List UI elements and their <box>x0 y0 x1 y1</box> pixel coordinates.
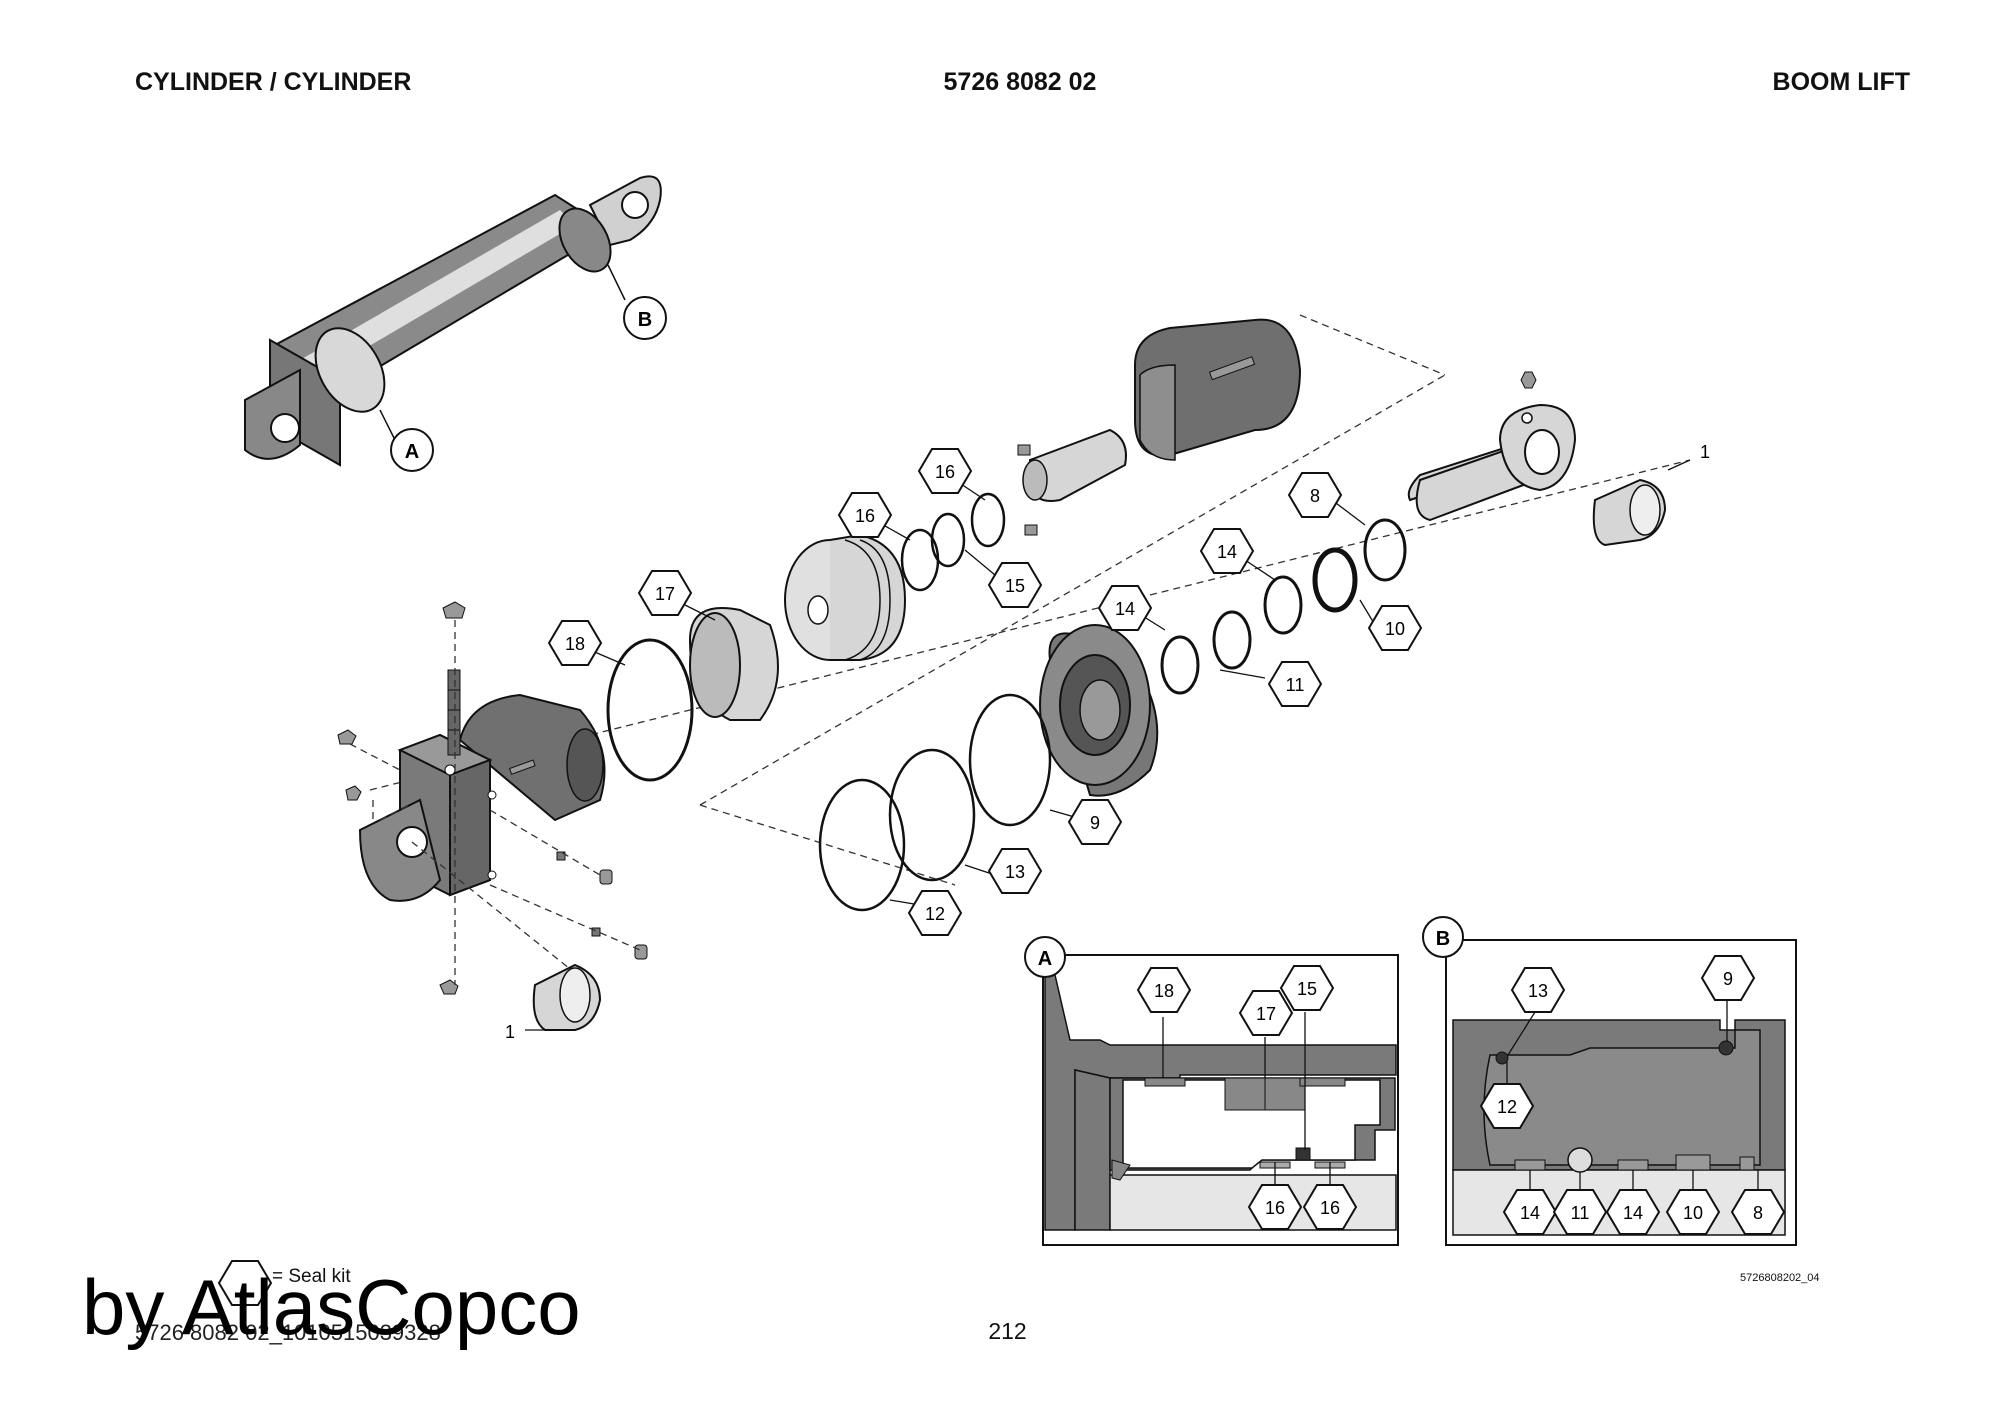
hex-callout-10: 10 <box>1367 605 1423 651</box>
assembled-cylinder <box>244 175 662 467</box>
detail-b-hex-8: 8 <box>1730 1189 1786 1235</box>
rod-end-eye <box>1407 371 1577 522</box>
detail-a-hex-18: 18 <box>1136 967 1192 1013</box>
svg-text:16: 16 <box>855 506 875 526</box>
hex-callout-13: 13 <box>987 848 1043 894</box>
piston-rod <box>1017 428 1127 536</box>
svg-text:13: 13 <box>1005 862 1025 882</box>
detail-b-label: B <box>1422 916 1464 958</box>
svg-text:11: 11 <box>1571 1203 1590 1223</box>
detail-a-hex-17: 17 <box>1238 990 1294 1036</box>
detail-a-hex-16-right: 16 <box>1302 1184 1358 1230</box>
svg-text:8: 8 <box>1753 1203 1763 1223</box>
svg-text:12: 12 <box>925 904 945 924</box>
detail-a-hex-16-left: 16 <box>1247 1184 1303 1230</box>
ring-8 <box>1363 518 1407 582</box>
svg-text:12: 12 <box>1497 1097 1517 1117</box>
svg-text:10: 10 <box>1683 1203 1703 1223</box>
svg-text:14: 14 <box>1115 599 1135 619</box>
svg-text:B: B <box>1436 928 1450 950</box>
hex-callout-17: 17 <box>637 570 693 616</box>
svg-text:8: 8 <box>1310 486 1320 506</box>
svg-text:16: 16 <box>1320 1198 1340 1218</box>
hex-callout-16-mid: 16 <box>837 492 893 538</box>
svg-text:10: 10 <box>1385 619 1405 639</box>
detail-b: B 13 9 12 14 11 14 10 8 <box>1422 916 1797 1246</box>
callout-part-1-left: 1 <box>505 1022 515 1042</box>
bushing-right <box>1592 478 1667 547</box>
watermark: by AtlasCopco <box>82 1263 581 1351</box>
hex-callout-15: 15 <box>987 562 1043 608</box>
detail-a: A 18 17 15 16 16 <box>1024 936 1399 1246</box>
ring-18 <box>606 638 694 782</box>
detail-b-hex-10: 10 <box>1665 1189 1721 1235</box>
svg-text:15: 15 <box>1005 576 1025 596</box>
detail-b-hex-12: 12 <box>1479 1083 1535 1129</box>
svg-text:14: 14 <box>1623 1203 1643 1223</box>
o-ring-13 <box>888 748 976 882</box>
seal-kit-legend-hex <box>217 1260 273 1306</box>
piston <box>784 533 907 661</box>
grease-fittings <box>337 601 648 995</box>
callout-a: A <box>390 428 434 472</box>
svg-text:9: 9 <box>1723 969 1733 989</box>
hex-callout-14-right: 14 <box>1199 528 1255 574</box>
callout-b: B <box>623 296 667 340</box>
wear-ring-17 <box>688 607 779 721</box>
cylinder-head <box>1039 624 1159 797</box>
detail-a-hex-15: 15 <box>1279 965 1335 1011</box>
o-ring-9 <box>968 693 1052 827</box>
svg-text:A: A <box>405 441 419 463</box>
svg-text:14: 14 <box>1520 1203 1540 1223</box>
svg-text:B: B <box>638 309 652 331</box>
clevis-axis-lines <box>349 620 641 986</box>
svg-text:17: 17 <box>1256 1004 1276 1024</box>
seal-14b <box>1263 575 1303 635</box>
hex-callout-16-top: 16 <box>917 448 973 494</box>
page-number: 212 <box>988 1318 1027 1344</box>
svg-text:18: 18 <box>1154 981 1174 1001</box>
bushing-left <box>532 963 602 1031</box>
base-clevis <box>358 693 606 902</box>
document-id: 5726 8082 02_1010515039328 <box>135 1320 441 1345</box>
svg-text:11: 11 <box>1286 675 1305 695</box>
svg-text:9: 9 <box>1090 813 1100 833</box>
figure-code: 5726808202_04 <box>1740 1272 1820 1284</box>
seal-16b <box>970 492 1006 548</box>
svg-text:A: A <box>1038 948 1052 970</box>
seal-15 <box>930 512 966 568</box>
svg-text:15: 15 <box>1297 979 1317 999</box>
svg-text:13: 13 <box>1528 981 1548 1001</box>
svg-text:17: 17 <box>655 584 675 604</box>
callout-part-1-right: 1 <box>1700 442 1710 462</box>
o-ring-12 <box>818 778 906 912</box>
detail-b-hex-14-left: 14 <box>1502 1189 1558 1235</box>
svg-text:18: 18 <box>565 634 585 654</box>
svg-text:16: 16 <box>1265 1198 1285 1218</box>
hex-callout-9: 9 <box>1067 799 1123 845</box>
header-machine: BOOM LIFT <box>1772 68 1910 96</box>
hex-callout-14-left: 14 <box>1097 585 1153 631</box>
hex-callout-8: 8 <box>1287 472 1343 518</box>
header-part-number: 5726 8082 02 <box>943 68 1097 96</box>
detail-a-label: A <box>1024 936 1066 978</box>
svg-text:16: 16 <box>935 462 955 482</box>
seal-14a <box>1160 635 1200 695</box>
detail-b-hex-13: 13 <box>1510 967 1566 1013</box>
seal-11 <box>1212 610 1252 670</box>
seal-10 <box>1312 547 1358 613</box>
cylinder-barrel <box>1134 318 1302 461</box>
seal-kit-legend: = Seal kit <box>272 1266 351 1287</box>
hex-callout-18: 18 <box>547 620 603 666</box>
detail-b-hex-9: 9 <box>1700 955 1756 1001</box>
svg-text:14: 14 <box>1217 542 1237 562</box>
hex-callout-12: 12 <box>907 890 963 936</box>
hex-callout-11: 11 <box>1267 661 1323 707</box>
detail-b-hex-14-right: 14 <box>1605 1189 1661 1235</box>
header-title: CYLINDER / CYLINDER <box>135 68 412 96</box>
